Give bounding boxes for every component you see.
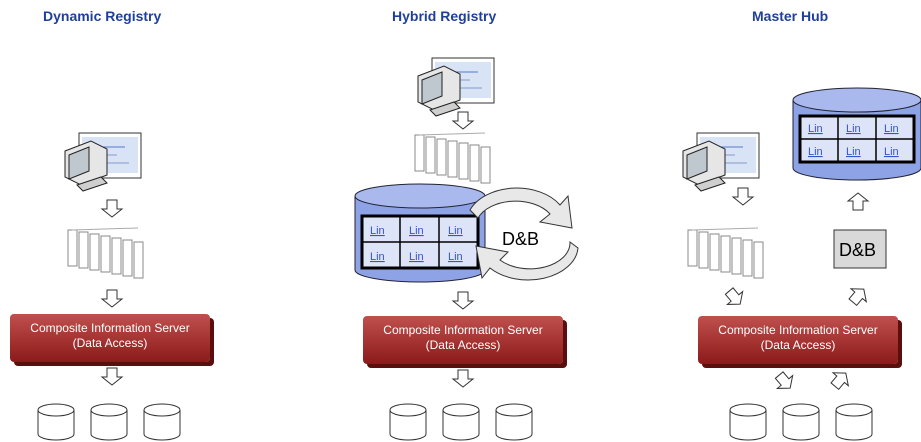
hybrid-grid-cell: Lin	[448, 225, 463, 237]
hub-grid-cell: Lin	[808, 146, 823, 158]
hub-database-3-icon	[835, 403, 873, 441]
hybrid-computer-icon	[417, 57, 495, 117]
server-name: Composite Information Server	[718, 323, 878, 337]
server-name: Composite Information Server	[383, 323, 543, 337]
hybrid-arrow-2-icon	[452, 291, 474, 310]
hub-arrow-diag-3-icon	[771, 368, 799, 396]
hybrid-grid-cell: Lin	[409, 225, 424, 237]
hybrid-registry-database	[354, 183, 486, 283]
hybrid-arrow-3-icon	[452, 369, 474, 388]
hybrid-document-tree-icon	[414, 132, 491, 184]
hub-grid-cell: Lin	[884, 146, 899, 158]
dynamic-database-2-icon	[90, 403, 128, 441]
hub-document-tree-icon	[687, 227, 764, 279]
master-hub-database	[792, 87, 921, 181]
hybrid-sync-cycle-icon	[469, 187, 579, 281]
hub-composite-server: Composite Information Server (Data Acces…	[698, 316, 898, 364]
hub-database-1-icon	[729, 403, 767, 441]
hub-grid-cell: Lin	[846, 146, 861, 158]
dynamic-composite-server: Composite Information Server (Data Acces…	[10, 314, 210, 362]
dynamic-arrow-1-icon	[101, 199, 123, 218]
hybrid-database-1-icon	[389, 403, 427, 441]
hub-grid-cell: Lin	[808, 123, 823, 135]
hybrid-database-3-icon	[495, 403, 533, 441]
dynamic-database-1-icon	[37, 403, 75, 441]
title-master-hub: Master Hub	[752, 8, 829, 24]
server-name: Composite Information Server	[30, 321, 190, 335]
hub-computer-icon	[682, 132, 760, 192]
dynamic-arrow-2-icon	[101, 289, 123, 308]
hybrid-dnb-label: D&B	[502, 229, 539, 249]
server-subtitle: (Data Access)	[425, 338, 501, 352]
dynamic-arrow-3-icon	[101, 367, 123, 386]
title-hybrid-registry: Hybrid Registry	[392, 8, 497, 24]
hybrid-grid-cell: Lin	[448, 251, 463, 263]
hybrid-arrow-1-icon	[452, 111, 474, 130]
dynamic-computer-icon	[64, 132, 142, 192]
hub-dnb-label: D&B	[839, 240, 876, 260]
server-subtitle: (Data Access)	[72, 336, 148, 350]
hub-database-2-icon	[782, 403, 820, 441]
dynamic-document-tree-icon	[67, 227, 144, 279]
server-subtitle: (Data Access)	[760, 338, 836, 352]
hybrid-grid-cell: Lin	[409, 251, 424, 263]
hybrid-composite-server: Composite Information Server (Data Acces…	[363, 316, 563, 364]
dynamic-database-3-icon	[143, 403, 181, 441]
hybrid-database-2-icon	[442, 403, 480, 441]
hub-arrow-diag-2-icon	[844, 282, 872, 310]
hub-arrow-diag-4-icon	[826, 366, 854, 394]
hybrid-grid-cell: Lin	[370, 251, 385, 263]
hub-grid-cell: Lin	[884, 123, 899, 135]
hub-dnb-box	[833, 229, 887, 269]
hybrid-grid-cell: Lin	[370, 225, 385, 237]
hub-grid-cell: Lin	[846, 123, 861, 135]
hub-arrow-1-icon	[732, 187, 754, 206]
title-dynamic-registry: Dynamic Registry	[43, 8, 162, 24]
hub-arrow-diag-1-icon	[721, 284, 749, 312]
hub-arrow-up-icon	[847, 192, 869, 211]
